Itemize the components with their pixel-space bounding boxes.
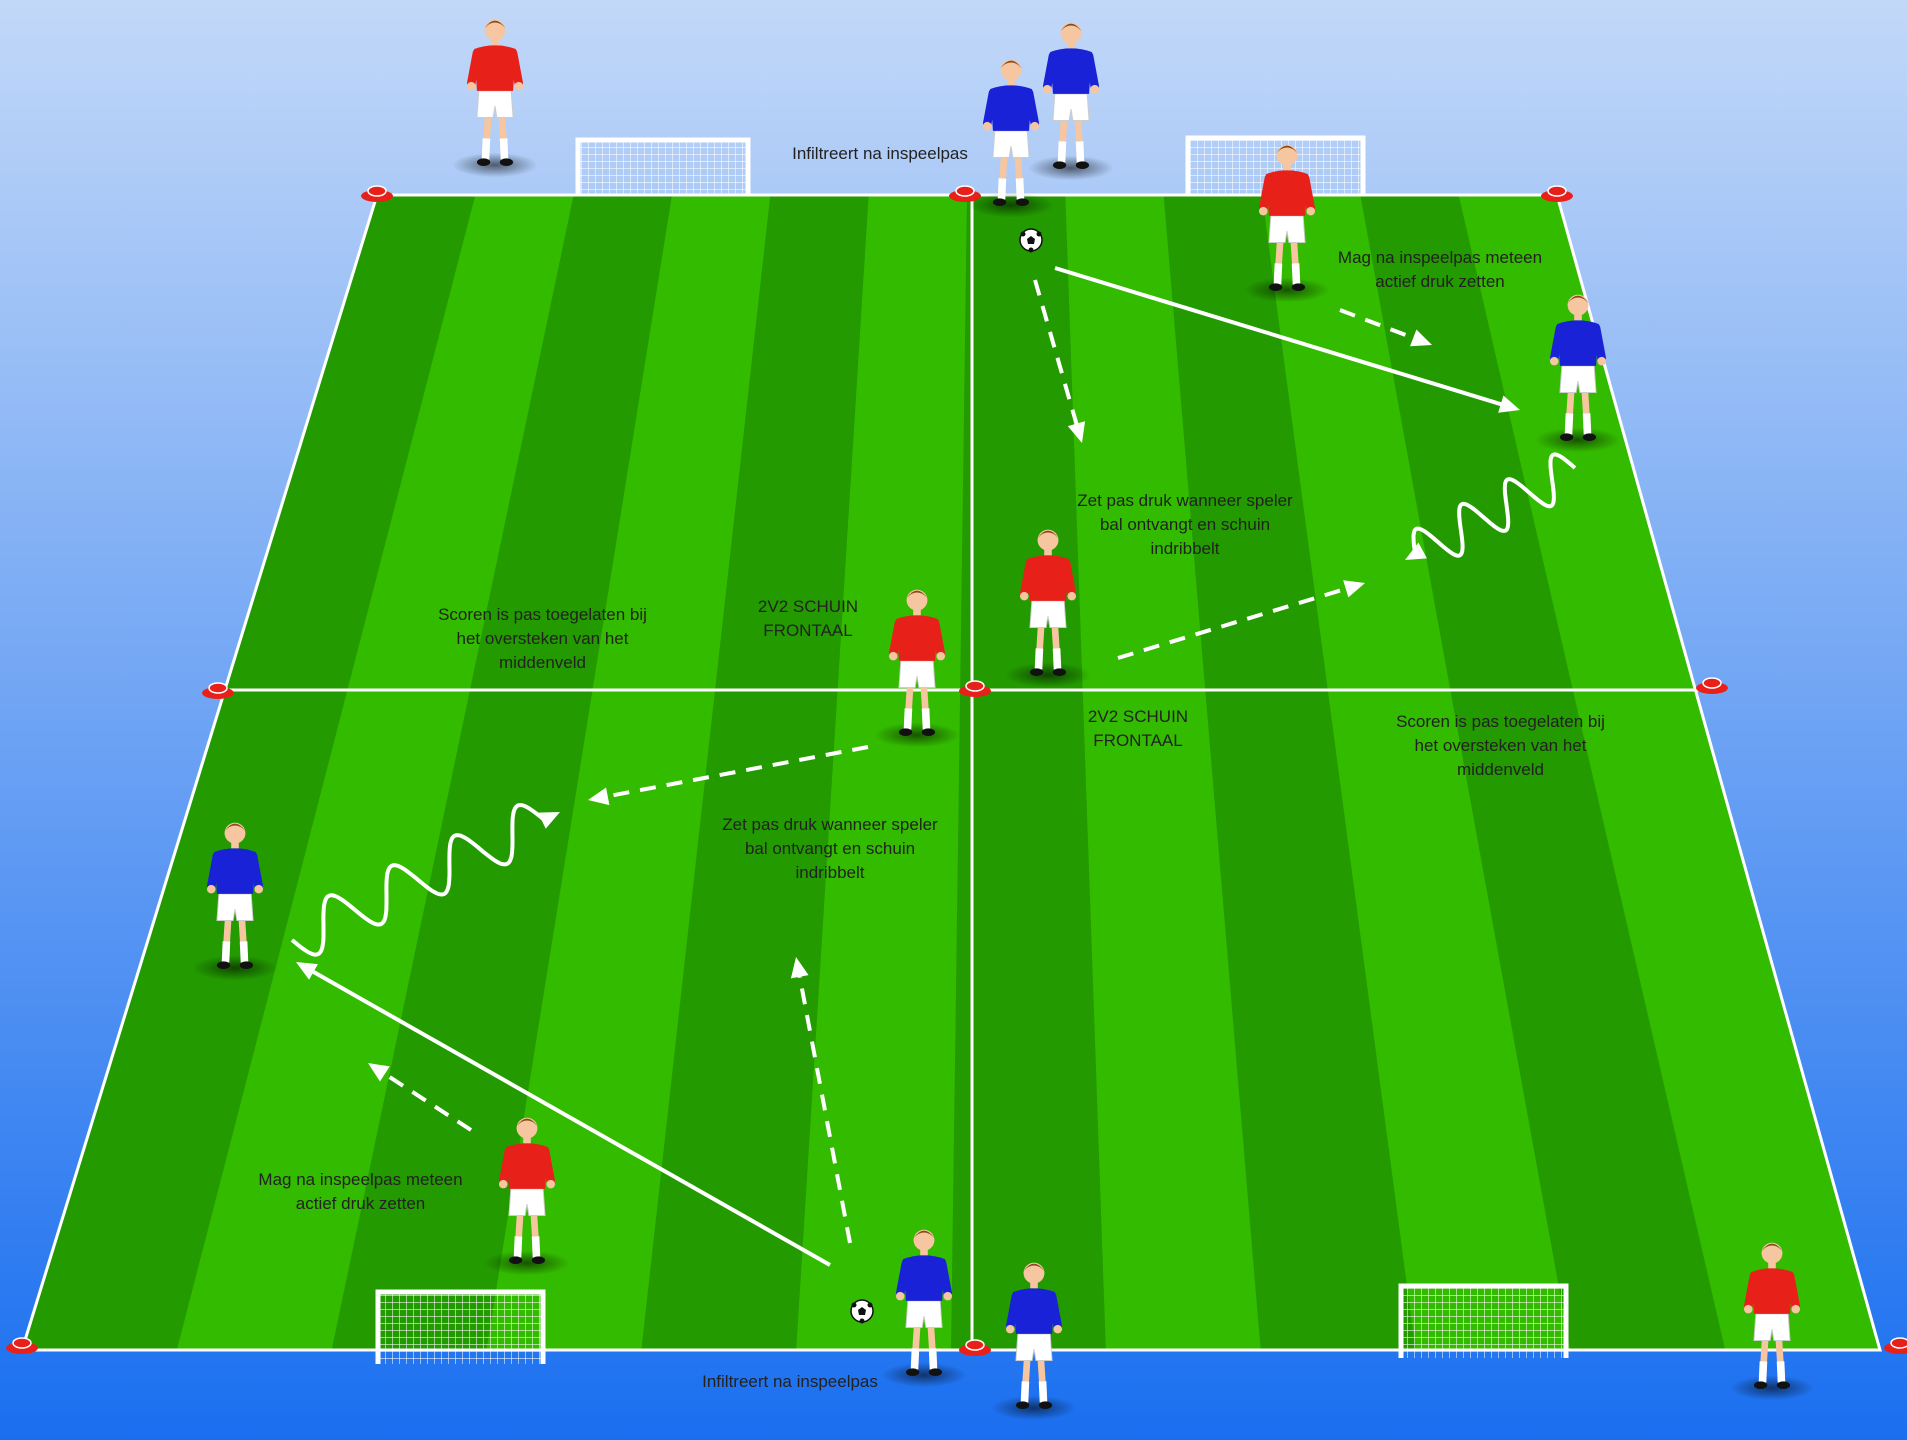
label-bottom-right-scoring: Scoren is pas toegelaten bij het overste… (1396, 712, 1605, 779)
pitch-boundary-line (19, 193, 1882, 1352)
run-arrow (1117, 580, 1365, 660)
cone (202, 682, 234, 699)
goals (375, 135, 1569, 1364)
cone (959, 1339, 991, 1356)
dribble-arrow (1405, 452, 1577, 560)
pass-arrow (296, 962, 831, 1267)
red-player (874, 589, 960, 748)
red-player (484, 1117, 570, 1276)
blue-player (881, 1229, 967, 1388)
grass-stripe (1360, 195, 1726, 1350)
label-bottom-left-press-info: Zet pas druk wanneer speler bal ontvangt… (722, 815, 938, 882)
label-bottom-left-pressure: Mag na inspeelpas meteen actief druk zet… (258, 1170, 463, 1213)
red-player (1244, 144, 1330, 303)
run-arrow (1033, 279, 1086, 443)
red-player (1729, 1242, 1815, 1401)
pass-arrow (1054, 266, 1520, 413)
players (192, 19, 1815, 1421)
run-arrow (588, 745, 869, 806)
grass-stripe (1163, 195, 1416, 1350)
run-arrow (368, 1063, 473, 1132)
cone (1696, 677, 1728, 694)
blue-player (192, 822, 278, 981)
blue-player (991, 1262, 1077, 1421)
label-top-left-2v2: 2V2 SCHUIN FRONTAAL (757, 597, 859, 640)
label-top-right-press-info: Zet pas druk wanneer speler bal ontvangt… (1077, 491, 1293, 558)
soccer-ball (1019, 228, 1043, 253)
cone (1541, 185, 1573, 202)
goal (575, 137, 751, 195)
grass-stripe (951, 195, 1106, 1350)
label-top-infiltrate: Infiltreert na inspeelpas (792, 144, 968, 163)
grass-stripe (641, 195, 869, 1350)
label-top-left-scoring: Scoren is pas toegelaten bij het overste… (438, 605, 647, 672)
goal (375, 1289, 546, 1364)
label-bottom-infiltrate: Infiltreert na inspeelpas (702, 1372, 878, 1391)
blue-player (1535, 294, 1621, 453)
soccer-ball (850, 1299, 874, 1324)
grass-stripe (331, 195, 672, 1350)
movement-arrows (290, 266, 1577, 1267)
cone (959, 680, 991, 697)
run-arrow (1339, 308, 1432, 347)
red-player (1005, 529, 1091, 688)
dribble-arrow (290, 803, 560, 957)
red-player (452, 19, 538, 178)
blue-player (1028, 22, 1114, 181)
grass-field (22, 195, 1880, 1350)
cone (361, 185, 393, 202)
run-arrow (790, 957, 852, 1244)
balls (850, 228, 1043, 1324)
label-bottom-right-2v2: 2V2 SCHUIN FRONTAAL (1087, 707, 1189, 750)
label-top-right-pressure: Mag na inspeelpas meteen actief druk zet… (1337, 248, 1543, 291)
grass-stripe (22, 195, 476, 1350)
goal (1398, 1283, 1569, 1358)
cone (1884, 1337, 1907, 1354)
blue-player (968, 59, 1054, 218)
cone (949, 185, 981, 202)
cones (6, 185, 1907, 1356)
cone (6, 1337, 38, 1354)
